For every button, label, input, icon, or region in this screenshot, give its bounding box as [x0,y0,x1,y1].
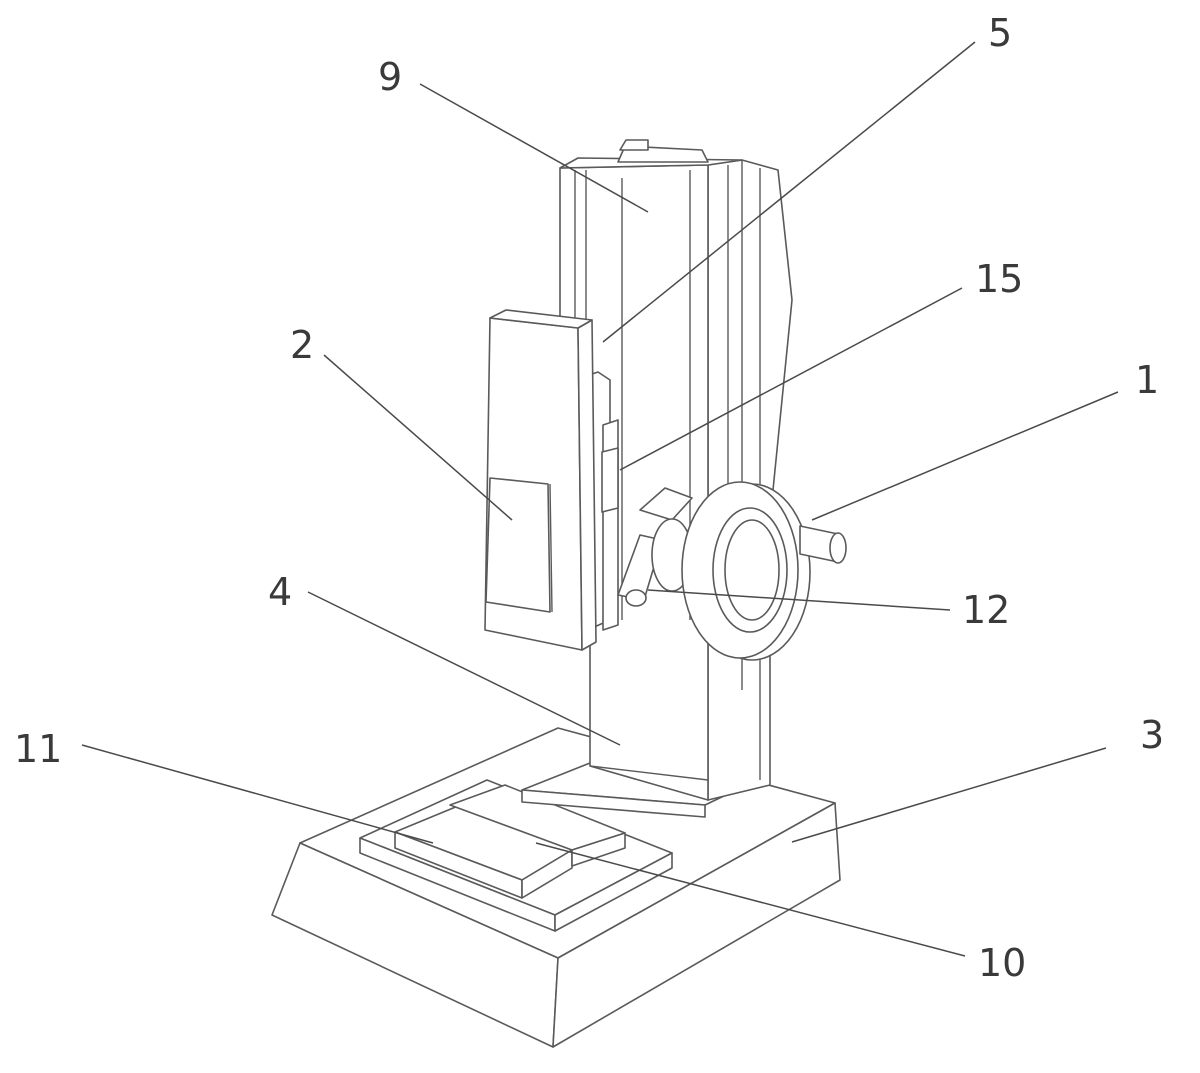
cap-nub [619,139,649,151]
callout-12: 12 [962,588,1010,632]
table-plate-right [554,852,673,932]
leader-15 [619,287,963,471]
workpiece-10-right [571,832,626,867]
callout-15: 15 [975,257,1023,301]
window-inner-edge [549,483,553,613]
callout-10: 10 [978,941,1026,985]
handwheel [681,481,847,661]
callout-4: 4 [268,570,292,614]
leader-9 [419,83,649,213]
leader-2 [323,354,513,521]
clamp-arm-upper [639,487,693,521]
work-table [359,779,673,932]
callout-labels: 9 5 15 1 2 12 4 3 11 10 [14,11,1164,985]
workpiece-11-right [521,849,573,899]
leader-3 [791,747,1107,843]
handwheel-bore-inner [724,519,780,621]
leader-12 [647,589,951,611]
leader-1 [811,391,1119,521]
leader-11 [81,744,434,844]
column-base-line [589,765,709,781]
leader-4 [307,591,621,746]
callout-1: 1 [1135,358,1159,402]
callout-5: 5 [988,11,1012,55]
leader-5 [602,41,976,343]
clamp-pin [625,589,647,607]
clamp-mechanism [617,487,693,607]
handle-knob [829,532,847,564]
callout-2: 2 [290,323,314,367]
slider-block [601,447,619,513]
head-box [484,309,597,651]
callout-9: 9 [378,55,402,99]
callout-11: 11 [14,727,62,771]
column-foot-front [521,789,706,818]
column-side-face [707,159,793,801]
leader-10 [535,842,966,957]
leader-lines [81,41,1119,957]
head-box-top [489,309,593,329]
head-box-side [577,319,597,651]
base-right-face [552,802,841,1048]
head-box-window [485,477,551,613]
callout-3: 3 [1140,713,1164,757]
